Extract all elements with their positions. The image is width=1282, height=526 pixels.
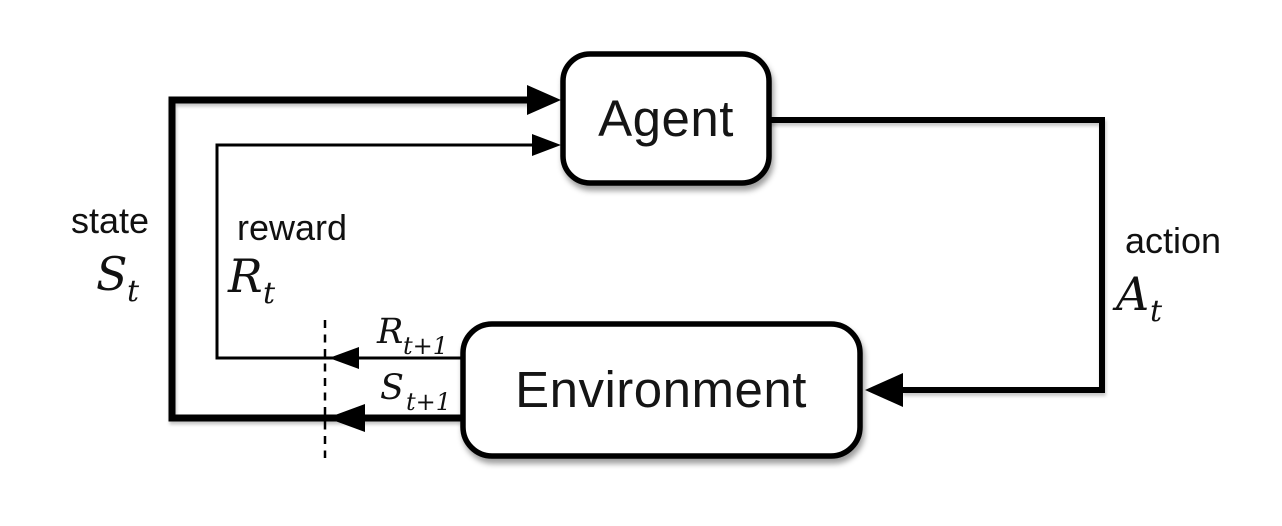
reward-symbol-subscript: t <box>263 276 276 311</box>
next-reward-arrowhead-icon <box>329 347 359 369</box>
next-reward-symbol: R <box>376 312 403 352</box>
next-state-arrowhead-icon <box>327 404 365 432</box>
state-symbol-subscript: t <box>127 274 140 309</box>
agent-node-box <box>560 51 772 186</box>
environment-node-label: Environment <box>515 361 807 418</box>
next-reward-subscript: t+1 <box>403 332 448 360</box>
action-label: action <box>1125 220 1221 261</box>
next-state-symbol: S <box>380 368 404 408</box>
action-edge-line <box>769 117 1105 393</box>
environment-node-box <box>460 321 863 459</box>
state-label: state <box>71 200 149 241</box>
action-symbol: A <box>1112 267 1149 321</box>
action-symbol-subscript: t <box>1150 294 1163 329</box>
action-arrowhead-into-environment-icon <box>865 373 903 407</box>
reward-symbol: R <box>227 249 263 303</box>
agent-node-label: Agent <box>598 90 734 147</box>
state-edge-line <box>168 96 532 422</box>
next-state-subscript: t+1 <box>406 388 451 416</box>
reward-arrowhead-into-agent-icon <box>532 134 561 156</box>
state-arrowhead-into-agent-icon <box>527 85 561 115</box>
reward-label: reward <box>237 207 347 248</box>
state-symbol: S <box>96 247 128 301</box>
